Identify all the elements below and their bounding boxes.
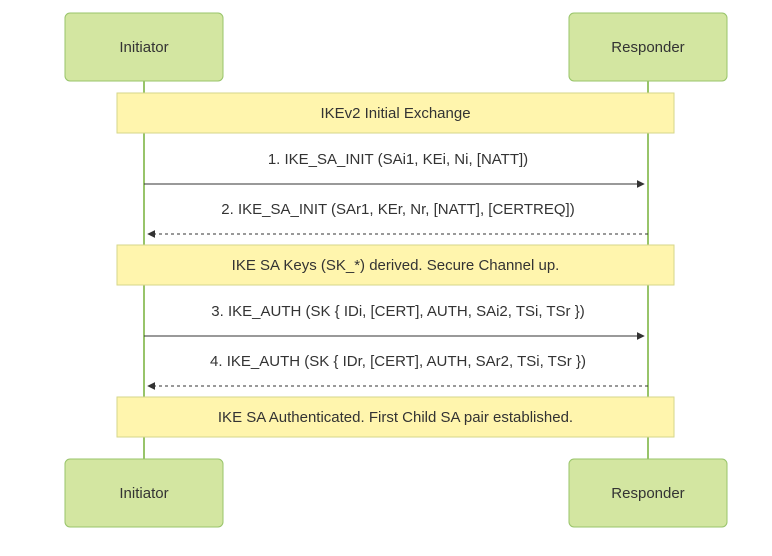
- actor-responder-bottom-label: Responder: [611, 485, 684, 502]
- actor-responder-top-label: Responder: [611, 39, 684, 56]
- actor-responder-bottom: [568, 458, 728, 528]
- message-3-label: 2. IKE_SA_INIT (SAr1, KEr, Nr, [NATT], […: [221, 201, 574, 218]
- note-4-label: IKE SA Keys (SK_*) derived. Secure Chann…: [232, 257, 560, 274]
- message-5-label: 3. IKE_AUTH (SK { IDi, [CERT], AUTH, SAi…: [211, 303, 584, 320]
- message-6-label: 4. IKE_AUTH (SK { IDr, [CERT], AUTH, SAr…: [210, 353, 586, 370]
- actor-initiator-top-label: Initiator: [119, 39, 168, 56]
- actor-responder-top: [568, 12, 728, 82]
- message-2-label: 1. IKE_SA_INIT (SAi1, KEi, Ni, [NATT]): [268, 151, 528, 168]
- actor-initiator-bottom-label: Initiator: [119, 485, 168, 502]
- note-1-label: IKEv2 Initial Exchange: [320, 105, 470, 122]
- note-4: [116, 244, 675, 286]
- note-7-label: IKE SA Authenticated. First Child SA pai…: [218, 409, 573, 426]
- note-7: [116, 396, 675, 438]
- actor-initiator-bottom: [64, 458, 224, 528]
- actor-initiator-top: [64, 12, 224, 82]
- note-1: [116, 92, 675, 134]
